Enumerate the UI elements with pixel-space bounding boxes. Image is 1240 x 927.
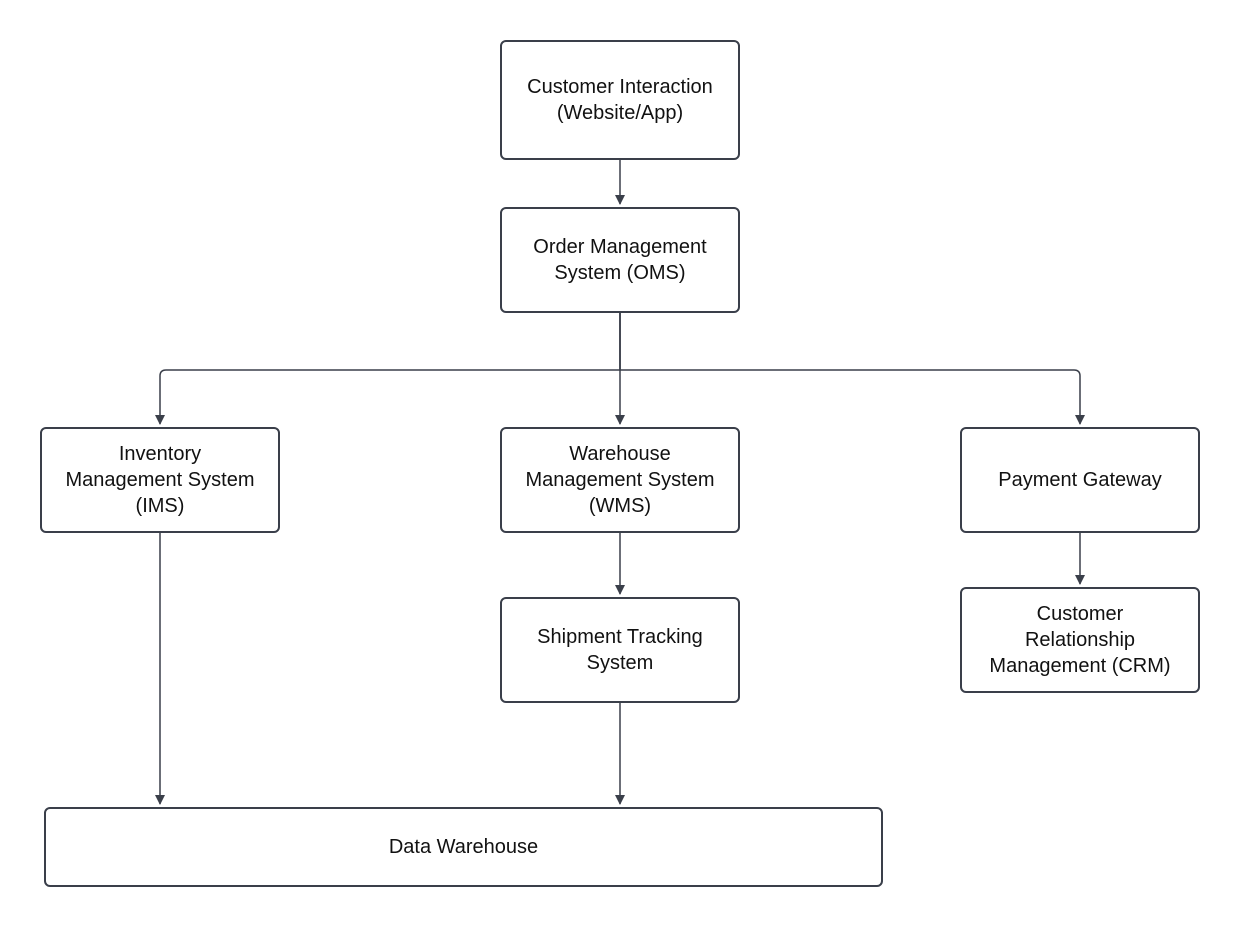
node-label: Payment Gateway — [998, 469, 1162, 491]
node-label: Customer Relationship Management (CRM) — [989, 603, 1171, 677]
node-customer-interaction: Customer Interaction (Website/App) — [500, 40, 740, 160]
node-label: Data Warehouse — [388, 836, 539, 858]
node-shipment-tracking-system: Shipment Tracking System — [500, 597, 740, 703]
node-inventory-management-system: Inventory Management System (IMS) — [40, 427, 280, 533]
node-payment-gateway: Payment Gateway — [960, 427, 1200, 533]
node-warehouse-management-system: Warehouse Management System (WMS) — [500, 427, 740, 533]
node-order-management-system: Order Management System (OMS) — [500, 207, 740, 313]
node-label: Shipment Tracking System — [537, 626, 703, 674]
node-customer-relationship-management: Customer Relationship Management (CRM) — [960, 587, 1200, 693]
edge-oms-to-payment — [619, 313, 1085, 425]
node-label: Inventory Management System (IMS) — [65, 443, 255, 517]
edge-oms-to-ims — [155, 313, 621, 425]
node-data-warehouse: Data Warehouse — [44, 807, 883, 887]
node-label: Warehouse Management System (WMS) — [525, 443, 715, 517]
node-label: Order Management System (OMS) — [533, 236, 707, 284]
node-label: Customer Interaction (Website/App) — [527, 76, 713, 124]
